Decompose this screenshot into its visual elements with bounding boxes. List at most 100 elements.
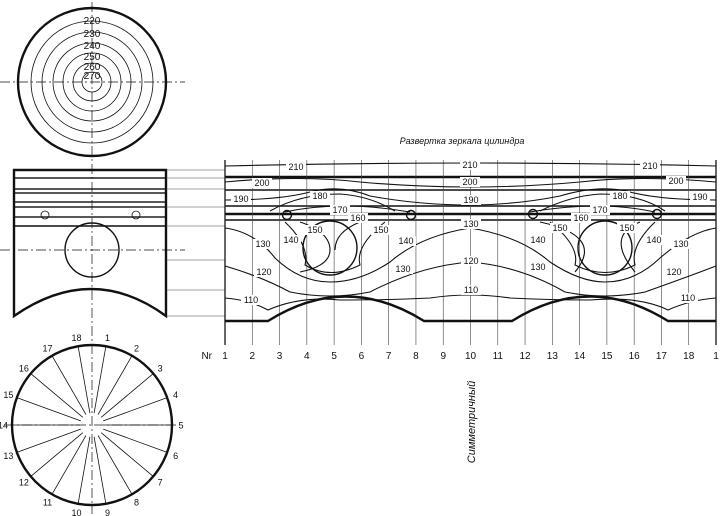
column-number: 1: [713, 351, 719, 362]
section-number: 1: [105, 333, 110, 343]
section-ray: [16, 428, 81, 453]
isotherm-label: 190: [463, 195, 478, 205]
isotherm-label-bg: [528, 262, 548, 272]
column-number: 7: [386, 351, 392, 362]
isotherm-label-bg: [396, 236, 416, 246]
section-number: 6: [173, 451, 178, 461]
section-ray: [93, 436, 107, 504]
isotherm-110: [224, 294, 717, 311]
isotherm-label-bg: [241, 295, 261, 305]
column-number: 13: [547, 351, 559, 362]
section-number: 8: [134, 498, 139, 508]
crown-label: 260: [84, 62, 101, 73]
symmetric-label: Симметричный: [466, 381, 478, 463]
isotherm-label-bg: [590, 205, 610, 215]
development-title: Развертка зеркала цилиндра: [400, 136, 525, 146]
section-number: 5: [178, 421, 183, 431]
ring-marker: [281, 209, 293, 221]
development-column-lines: [224, 160, 717, 345]
isotherm-label-bg: [253, 239, 273, 249]
column-number: 3: [277, 351, 283, 362]
isotherm-label-bg: [528, 235, 548, 245]
isotherm-label-bg: [310, 191, 330, 201]
isotherm-label: 180: [612, 191, 627, 201]
section-number: 10: [72, 508, 82, 516]
isotherm-label-bg: [460, 160, 480, 170]
isotherm-label-bg: [610, 191, 630, 201]
isotherm-label-bg: [678, 293, 698, 303]
section-ray: [100, 373, 154, 418]
isotherm-label: 150: [619, 223, 634, 233]
column-number: 16: [629, 351, 641, 362]
isotherm-label-bg: [461, 195, 481, 205]
isotherm-label-bg: [348, 213, 368, 223]
isotherm-label: 120: [463, 256, 478, 266]
column-number: 12: [519, 351, 531, 362]
isotherm-label: 150: [552, 223, 567, 233]
isotherm-label: 110: [464, 285, 478, 295]
section-number: 9: [105, 508, 110, 516]
section-ray: [77, 436, 91, 504]
isotherm-label-bg: [281, 235, 301, 245]
isotherm-label: 190: [233, 194, 248, 204]
isotherm-label: 210: [462, 160, 477, 170]
isotherm-label: 120: [666, 267, 681, 277]
column-number: 17: [656, 351, 668, 362]
section-number: 15: [3, 390, 13, 400]
isotherm-label: 150: [373, 225, 388, 235]
isotherm-label: 190: [692, 192, 707, 202]
column-number: 8: [413, 351, 419, 362]
isotherm-label-bg: [461, 256, 481, 266]
section-ray: [30, 373, 84, 418]
section-ray: [77, 346, 91, 414]
section-ray: [97, 435, 133, 495]
section-ray: [103, 428, 168, 453]
isotherm-label-bg: [461, 219, 481, 229]
column-number: 10: [465, 351, 477, 362]
isotherm-180-right: [539, 193, 666, 212]
isotherm-label: 120: [256, 267, 271, 277]
isotherm-label-bg: [371, 225, 391, 235]
isotherm-label: 200: [254, 178, 269, 188]
isotherm-label-bg: [231, 194, 251, 204]
isotherm-label: 130: [673, 239, 688, 249]
section-number: 11: [43, 498, 52, 508]
isotherm-label: 130: [255, 239, 270, 249]
section-ray: [100, 432, 154, 477]
section-ray: [51, 355, 87, 415]
isotherm-label: 210: [642, 161, 657, 171]
isotherm-140-left: [284, 221, 386, 274]
column-number: 4: [304, 351, 310, 362]
column-number: 9: [440, 351, 446, 362]
isotherm-label-bg: [330, 205, 350, 215]
piston-side-view: [0, 168, 185, 319]
isotherm-label: 110: [681, 293, 695, 303]
ring-marker: [651, 208, 663, 220]
ring-marker: [405, 209, 417, 221]
piston-outline: [12, 168, 168, 319]
section-number: 7: [158, 478, 163, 488]
isotherm-label: 170: [332, 205, 347, 215]
section-number: 4: [173, 390, 178, 400]
column-number: 5: [331, 351, 337, 362]
ring-groove-2: [13, 192, 167, 203]
column-number: 18: [683, 351, 695, 362]
pin-boss-right: [577, 220, 633, 276]
isotherm-label-bg: [286, 162, 306, 172]
pin-boss-left: [302, 220, 358, 276]
isotherm-label: 130: [530, 262, 545, 272]
isotherm-label: 110: [244, 295, 258, 305]
isotherm-label: 210: [288, 162, 303, 172]
section-ray: [30, 432, 84, 477]
isotherm-label-bg: [571, 213, 591, 223]
section-rays: [4, 346, 180, 504]
section-ray: [97, 355, 133, 415]
isotherm-label: 160: [350, 213, 365, 223]
oil-hole-right: [131, 210, 141, 220]
isotherm-label-bg: [550, 223, 570, 233]
section-number: 2: [134, 343, 139, 353]
section-number: 18: [72, 333, 82, 343]
section-number: 16: [19, 363, 29, 373]
